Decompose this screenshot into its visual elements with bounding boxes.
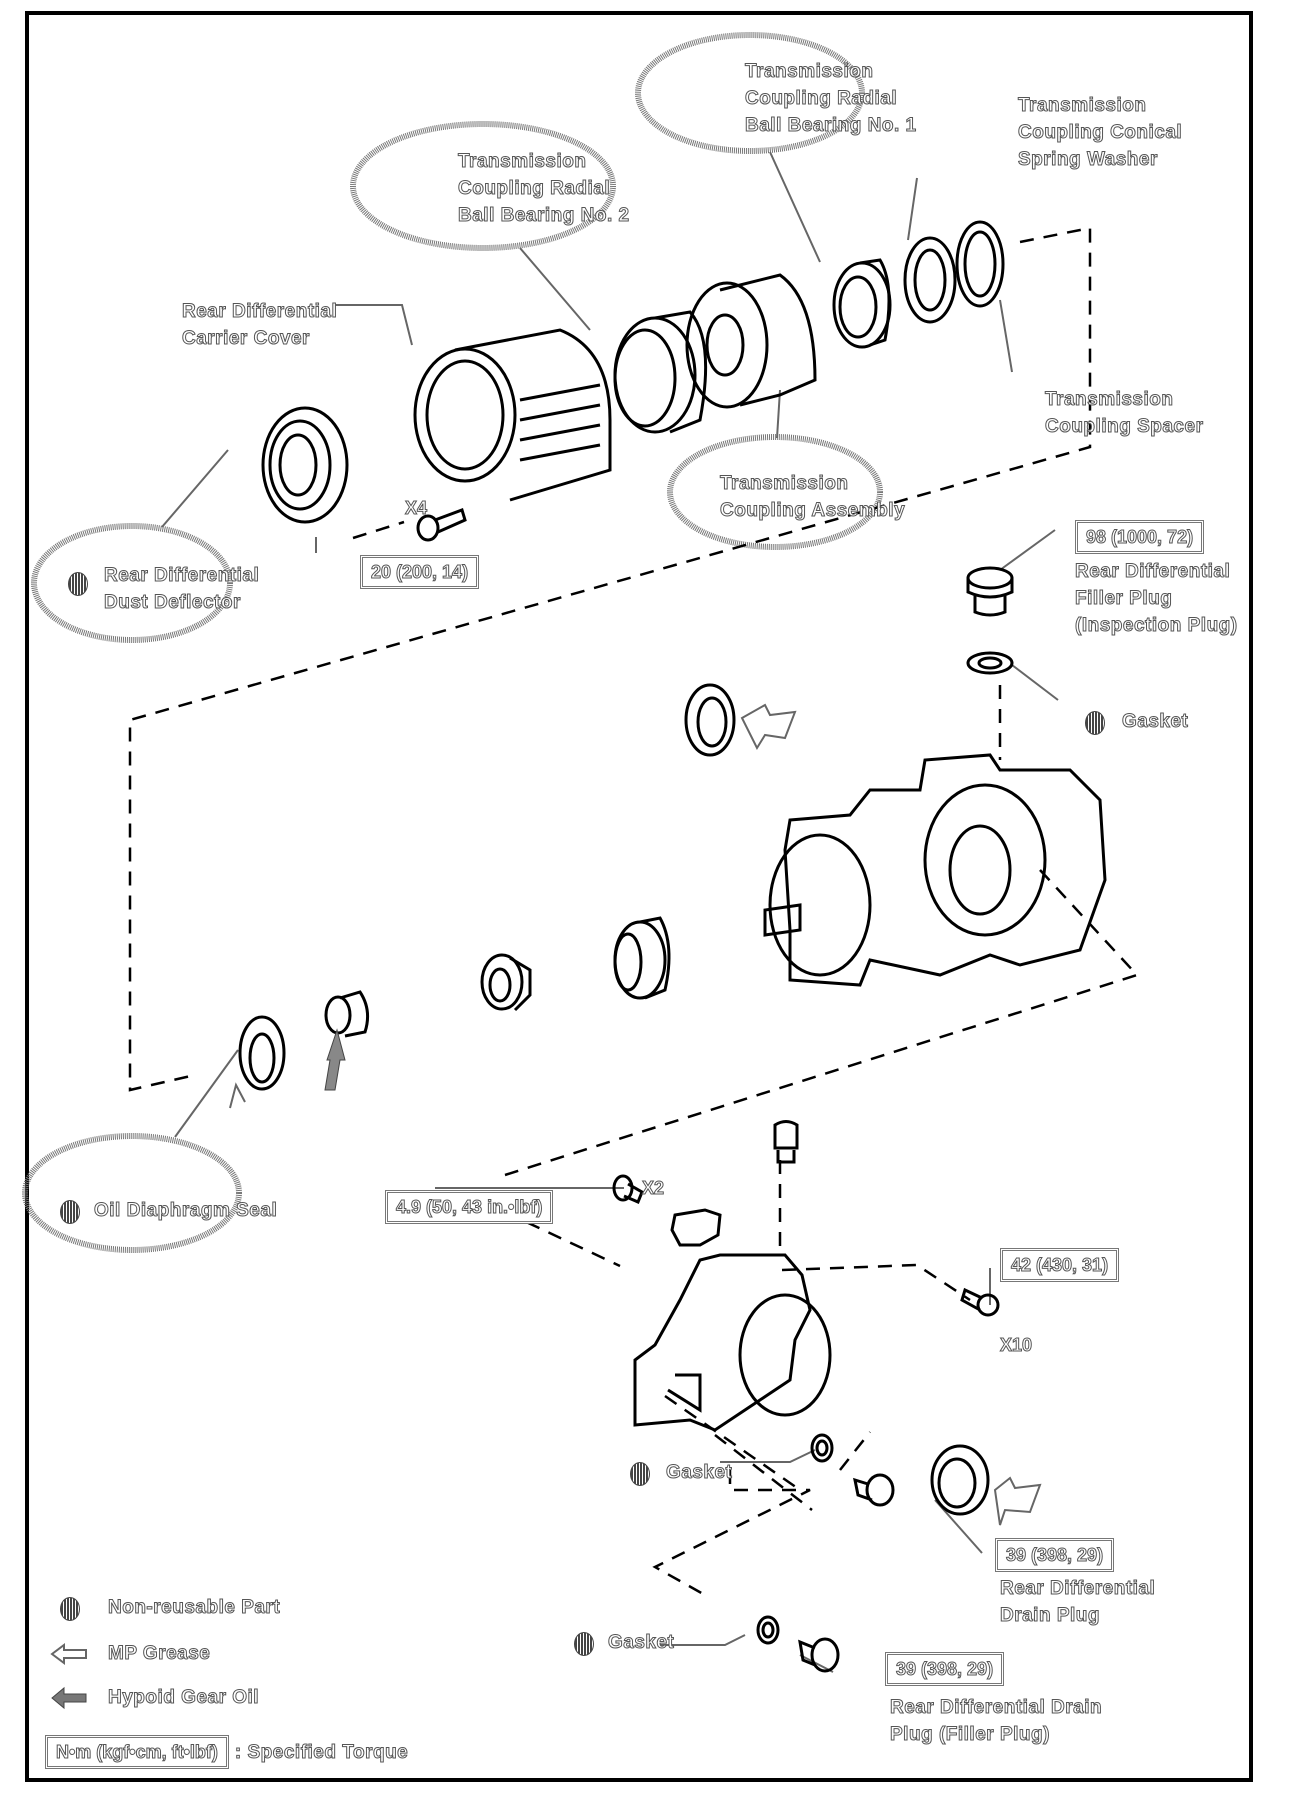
part-carrier-cover <box>413 328 612 502</box>
label-line: Rear Differential Drain <box>889 1697 1103 1719</box>
torque-drain-filler-plug: 39 (398, 29) <box>885 1652 1005 1686</box>
legend-non-reusable: Non-reusable Part <box>50 1594 280 1621</box>
label-line: (Inspection Plug) <box>1075 615 1238 637</box>
part-spacer-sleeve <box>324 990 370 1091</box>
part-drain-plug <box>853 1473 895 1507</box>
part-side-oil-seal-mp <box>684 683 797 757</box>
part-side-oil-seal-lower <box>930 1444 1042 1526</box>
label-gasket-bottom: Gasket <box>607 1632 675 1654</box>
legend-label: : Specified Torque <box>234 1741 409 1763</box>
part-filler-plug <box>966 566 1014 617</box>
non-reusable-icon <box>1085 711 1105 735</box>
legend-torque: N•m (kgf•cm, ft•lbf) : Specified Torque <box>45 1735 408 1769</box>
part-spring-washer <box>903 236 957 324</box>
label-line: Rear Differential <box>103 565 260 587</box>
label-line: Coupling Radial <box>745 88 898 110</box>
part-sensor <box>773 1120 799 1164</box>
legend-mp-grease: MP Grease <box>50 1640 210 1667</box>
callout-ellipse-coupling-assembly <box>667 434 883 550</box>
torque-cover-bolt: 20 (200, 14) <box>360 555 480 589</box>
legend-label: Hypoid Gear Oil <box>107 1687 260 1709</box>
legend-label: Non-reusable Part <box>107 1597 281 1619</box>
legend-label: MP Grease <box>107 1643 211 1665</box>
label-line: Filler Plug <box>1075 588 1173 610</box>
label-dust-deflector: Rear Differential Dust Deflector <box>103 562 260 616</box>
label-line: Transmission <box>458 151 587 173</box>
label-line: Ball Bearing No. 2 <box>458 205 630 227</box>
non-reusable-icon <box>574 1632 594 1656</box>
label-gasket-top: Gasket <box>1121 711 1189 733</box>
label-gasket-mid: Gasket <box>665 1462 733 1484</box>
label-line: Coupling Assembly <box>719 500 906 522</box>
qty-cover-bolt: X4 <box>404 498 428 519</box>
leader-lines <box>161 151 1059 1673</box>
part-bearing-race <box>613 916 671 1000</box>
label-oil-seal: Oil Diaphragm Seal <box>93 1200 278 1222</box>
label-line: Drain Plug <box>999 1605 1101 1627</box>
label-line: Transmission <box>745 61 874 83</box>
label-line: Coupling Conical <box>1017 122 1183 144</box>
part-small-bolt <box>612 1174 644 1204</box>
part-tapered-bearing <box>480 953 532 1012</box>
part-housing-bolt <box>960 1287 1000 1317</box>
part-spacer <box>955 220 1005 308</box>
callout-ellipse-dust-deflector <box>31 523 233 643</box>
label-bearing-no2: Transmission Coupling Radial Ball Bearin… <box>458 148 630 229</box>
part-oil-diaphragm-seal <box>229 1015 286 1109</box>
label-line: Rear Differential <box>181 301 338 323</box>
part-gasket-mid <box>810 1433 834 1463</box>
label-line: Transmission <box>719 473 849 495</box>
callout-ellipse-bearing-no2 <box>350 121 616 251</box>
diagram-frame <box>25 11 1253 1782</box>
torque-unit-box: N•m (kgf•cm, ft•lbf) <box>45 1735 229 1769</box>
part-bearing-no1 <box>832 258 892 349</box>
hypoid-oil-arrow-icon <box>50 1686 90 1710</box>
label-drain-filler-plug: Rear Differential Drain Plug (Filler Plu… <box>889 1694 1103 1748</box>
callout-ellipse-bearing-no1 <box>635 32 865 154</box>
label-line: Rear Differential <box>1075 561 1231 583</box>
label-drain-plug: Rear Differential Drain Plug <box>999 1575 1156 1629</box>
qty-small-bolt: X2 <box>641 1178 665 1199</box>
label-carrier-cover: Rear Differential Carrier Cover <box>181 298 338 352</box>
label-line: Coupling Radial <box>458 178 611 200</box>
torque-drain-plug: 39 (398, 29) <box>995 1538 1115 1572</box>
callout-ellipse-oil-seal <box>22 1133 242 1253</box>
torque-housing-bolt: 42 (430, 31) <box>1000 1248 1120 1282</box>
label-filler-plug: Rear Differential Filler Plug (Inspectio… <box>1075 558 1238 639</box>
label-line: Dust Deflector <box>103 592 241 614</box>
label-line: Spring Washer <box>1017 149 1158 171</box>
non-reusable-icon <box>68 572 88 596</box>
non-reusable-icon <box>50 1596 90 1621</box>
torque-small-bolt: 4.9 (50, 43 in.•lbf) <box>385 1190 554 1224</box>
part-coupling-assembly <box>685 273 817 409</box>
label-line: Transmission <box>1017 95 1147 117</box>
label-line: Rear Differential <box>999 1578 1156 1600</box>
label-spring-washer: Transmission Coupling Conical Spring Was… <box>1017 92 1183 173</box>
part-gasket-bottom <box>756 1615 780 1645</box>
label-spacer: Transmission Coupling Spacer <box>1044 386 1204 440</box>
legend-hypoid-oil: Hypoid Gear Oil <box>50 1684 259 1711</box>
assembly-lines <box>128 226 1140 1597</box>
label-line: Ball Bearing No. 1 <box>745 115 917 137</box>
non-reusable-icon <box>630 1462 650 1486</box>
part-cover-bolt <box>416 508 467 542</box>
part-small-cover <box>670 1208 722 1247</box>
part-extension-housing <box>633 1253 832 1432</box>
mp-grease-arrow-icon <box>50 1642 90 1666</box>
part-drain-filler-plug <box>798 1637 840 1673</box>
part-gasket-top <box>966 651 1014 675</box>
torque-filler-plug: 98 (1000, 72) <box>1075 520 1205 554</box>
label-line: Plug (Filler Plug) <box>889 1724 1050 1746</box>
label-line: Coupling Spacer <box>1044 416 1204 438</box>
non-reusable-icon <box>60 1200 80 1224</box>
label-bearing-no1: Transmission Coupling Radial Ball Bearin… <box>745 58 917 139</box>
part-dust-deflector <box>261 406 349 524</box>
qty-housing-bolt: X10 <box>999 1335 1033 1356</box>
part-differential-carrier <box>763 753 1107 987</box>
label-line: Transmission <box>1044 389 1174 411</box>
label-line: Carrier Cover <box>181 328 310 350</box>
label-coupling-assembly: Transmission Coupling Assembly <box>719 470 906 524</box>
